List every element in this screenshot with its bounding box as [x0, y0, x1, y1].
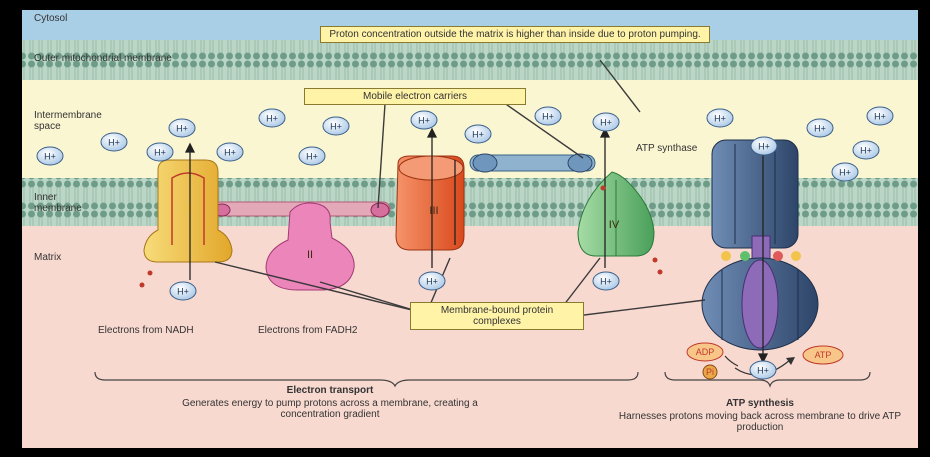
- proton-label: H+: [860, 146, 872, 156]
- complex-1-label: I: [188, 203, 191, 215]
- proton-ion: H+: [170, 282, 196, 300]
- proton-label: H+: [472, 130, 484, 140]
- proton-label: H+: [814, 124, 826, 134]
- proton-label: H+: [44, 152, 56, 162]
- proton-ion: H+: [147, 143, 173, 161]
- complex-4-label: IV: [609, 219, 620, 231]
- proton-ion: H+: [419, 272, 445, 290]
- atp-synthase-stator: [712, 140, 798, 248]
- proton-label: H+: [600, 118, 612, 128]
- proton-label: H+: [306, 152, 318, 162]
- proton-ion: H+: [593, 113, 619, 131]
- atp-synthase-label: ATP synthase: [636, 143, 706, 154]
- atp-synthase-core: [742, 260, 778, 348]
- proton-ion: H+: [807, 119, 833, 137]
- proton-label: H+: [154, 148, 166, 158]
- proton-ion: H+: [323, 117, 349, 135]
- proton-label: H+: [874, 112, 886, 122]
- proton-ion: H+: [169, 119, 195, 137]
- synthase-dot: [773, 251, 783, 261]
- atp-synthesis-title: ATP synthesis: [610, 398, 910, 409]
- cytosol-label: Cytosol: [34, 13, 67, 24]
- proton-ion: H+: [750, 361, 776, 379]
- proton-label: H+: [108, 138, 120, 148]
- electron-transport-title: Electron transport: [180, 385, 480, 396]
- complex-2-label: II: [307, 249, 313, 261]
- proton-ion: H+: [411, 111, 437, 129]
- proton-ion: H+: [751, 137, 777, 155]
- atp-label: ATP: [815, 350, 832, 360]
- proton-label: H+: [757, 366, 769, 376]
- adp-label: ADP: [696, 347, 715, 357]
- mobile-carriers-callout: Mobile electron carriers: [304, 88, 526, 105]
- membrane-complexes-callout: Membrane-bound protein complexes: [410, 302, 584, 330]
- nadh-label: Electrons from NADH: [98, 325, 208, 336]
- proton-ion: H+: [867, 107, 893, 125]
- proton-ion: H+: [37, 147, 63, 165]
- outer-membrane-label: Outer mitochondrial membrane: [34, 53, 172, 64]
- proton-label: H+: [418, 116, 430, 126]
- synthase-dot: [740, 251, 750, 261]
- proton-label: H+: [330, 122, 342, 132]
- carrier-blob: [473, 154, 497, 172]
- pi-label: Pi: [706, 367, 714, 377]
- proton-ion: H+: [832, 163, 858, 181]
- proton-ion: H+: [259, 109, 285, 127]
- proton-label: H+: [177, 287, 189, 297]
- proton-label: H+: [176, 124, 188, 134]
- proton-ion: H+: [101, 133, 127, 151]
- proton-label: H+: [224, 148, 236, 158]
- complex-3-top: [399, 156, 463, 180]
- synthase-dot: [791, 251, 801, 261]
- fadh2-label: Electrons from FADH2: [258, 325, 368, 336]
- inner-membrane-label: Inner membrane: [34, 192, 104, 214]
- proton-label: H+: [266, 114, 278, 124]
- proton-concentration-callout: Proton concentration outside the matrix …: [320, 26, 710, 43]
- carrier-blob: [371, 203, 389, 217]
- proton-ion: H+: [853, 141, 879, 159]
- proton-ion: H+: [217, 143, 243, 161]
- synthase-dot: [721, 251, 731, 261]
- atp-synthesis-text: Harnesses protons moving back across mem…: [610, 411, 910, 433]
- proton-label: H+: [542, 112, 554, 122]
- proton-label: H+: [714, 114, 726, 124]
- intermembrane-label: Intermembrane space: [34, 110, 114, 132]
- proton-ion: H+: [535, 107, 561, 125]
- proton-label: H+: [758, 142, 770, 152]
- complex-3-label: III: [429, 205, 438, 217]
- proton-ion: H+: [465, 125, 491, 143]
- electron-transport-text: Generates energy to pump protons across …: [180, 398, 480, 420]
- proton-ion: H+: [707, 109, 733, 127]
- matrix-label: Matrix: [34, 252, 61, 263]
- proton-label: H+: [839, 168, 851, 178]
- proton-ion: H+: [593, 272, 619, 290]
- proton-ion: H+: [299, 147, 325, 165]
- proton-label: H+: [426, 277, 438, 287]
- proton-label: H+: [600, 277, 612, 287]
